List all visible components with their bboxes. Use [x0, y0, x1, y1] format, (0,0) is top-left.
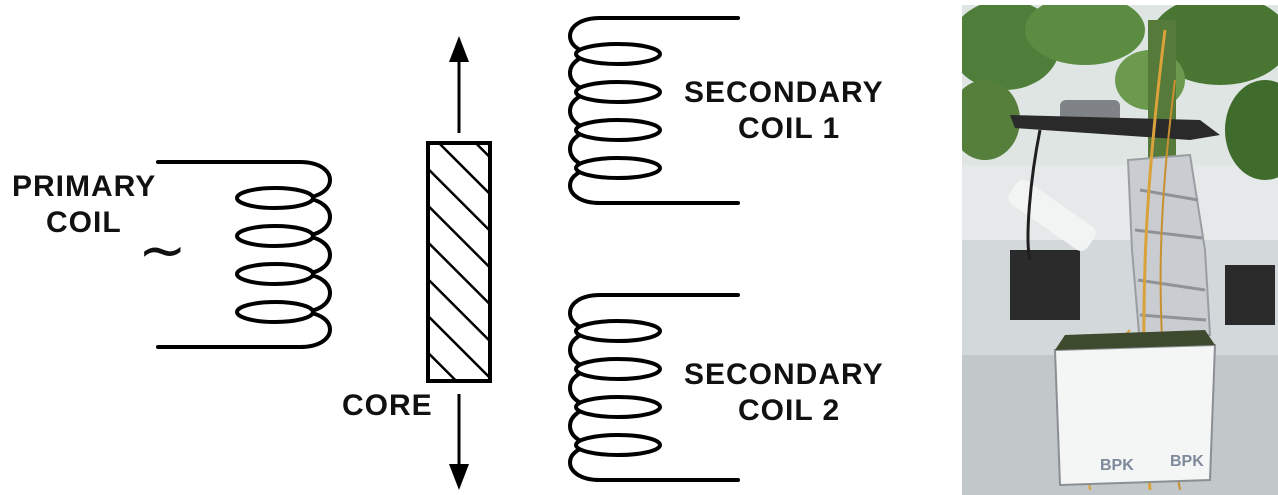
- core-up-arrow-icon: [449, 36, 469, 133]
- secondary-coil-2: [568, 293, 740, 482]
- box-brand-text: BPK: [1100, 457, 1134, 474]
- secondary-coil-1: [568, 16, 740, 205]
- core: [426, 141, 492, 383]
- box-brand-text-2: BPK: [1170, 453, 1204, 470]
- secondary-coil-1-label-line1: SECONDARY: [684, 76, 884, 109]
- greenhouse-sensor-photo: BPK BPK: [962, 5, 1278, 495]
- primary-coil-label-line1: PRIMARY: [12, 170, 156, 203]
- secondary-coil-2-label-line1: SECONDARY: [684, 358, 884, 391]
- transformer-diagram: PRIMARY COIL ~ CORE SECONDARY COIL 1: [12, 16, 884, 490]
- ac-source-icon: ~: [138, 216, 187, 284]
- secondary-coil-2-label-line2: COIL 2: [738, 394, 840, 427]
- core-down-arrow-icon: [449, 394, 469, 490]
- secondary-coil-1-label-line2: COIL 1: [738, 112, 840, 145]
- primary-coil: [156, 160, 332, 349]
- primary-coil-label-line2: COIL: [46, 206, 122, 239]
- core-label: CORE: [342, 389, 433, 422]
